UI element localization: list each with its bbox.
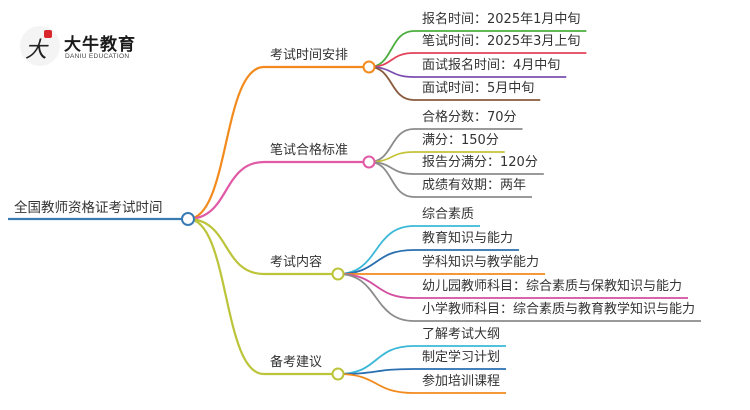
- leaf-connector: [337, 368, 415, 375]
- branch-node-circle: [362, 155, 376, 169]
- leaf-label: 合格分数：70分: [422, 110, 517, 125]
- leaf-label: 满分：150分: [422, 133, 499, 148]
- leaf-label: 成绩有效期：两年: [422, 178, 527, 193]
- leaf-label: 小学教师科目：综合素质与教育教学知识与能力: [422, 302, 696, 317]
- leaf-label: 了解考试大纲: [422, 327, 501, 342]
- root-node-label: 全国教师资格证考试时间: [14, 200, 163, 216]
- branch-label: 考试时间安排: [270, 48, 349, 63]
- leaf-label: 报名时间：2025年1月中旬: [422, 12, 581, 27]
- leaf-connector: [337, 225, 415, 275]
- logo-name: 大牛教育: [64, 35, 136, 55]
- leaf-label: 综合素质: [422, 207, 475, 222]
- leaf-connector: [368, 66, 415, 101]
- leaf-connector: [337, 249, 415, 275]
- leaf-label: 报告分满分：120分: [422, 155, 538, 170]
- branch-node-circle: [331, 367, 345, 381]
- branch-connector: [187, 217, 265, 276]
- leaf-label: 面试报名时间：4月中旬: [422, 58, 561, 73]
- leaf-label: 笔试时间：2025年3月上旬: [422, 34, 581, 49]
- branch-connector: [187, 160, 265, 221]
- leaf-connector: [337, 273, 415, 322]
- logo-mark-icon: 大: [20, 26, 60, 66]
- branch-connector: [187, 65, 265, 221]
- branch-node-circle: [362, 60, 376, 74]
- leaf-connector: [337, 373, 415, 394]
- leaf-connector: [368, 161, 415, 198]
- branch-label: 笔试合格标准: [270, 143, 349, 158]
- leaf-label: 学科知识与教学能力: [422, 255, 540, 270]
- branch-node-circle: [331, 267, 345, 281]
- leaf-label: 面试时间：5月中旬: [422, 81, 535, 96]
- leaf-label: 教育知识与能力: [422, 231, 514, 246]
- leaf-connector: [337, 273, 415, 299]
- logo-subtitle: DANIU EDUCATION: [65, 53, 130, 60]
- leaf-label: 参加培训课程: [422, 374, 501, 389]
- branch-connector: [187, 217, 265, 376]
- brand-logo: 大 大牛教育 DANIU EDUCATION: [20, 26, 170, 70]
- root-node-circle: [181, 212, 195, 226]
- branch-label: 备考建议: [270, 355, 323, 370]
- leaf-label: 幼儿园教师科目：综合素质与保教知识与能力: [422, 279, 683, 294]
- leaf-label: 制定学习计划: [422, 350, 501, 365]
- leaf-connector: [368, 30, 415, 68]
- leaf-connector: [368, 52, 415, 68]
- branch-label: 考试内容: [270, 255, 323, 270]
